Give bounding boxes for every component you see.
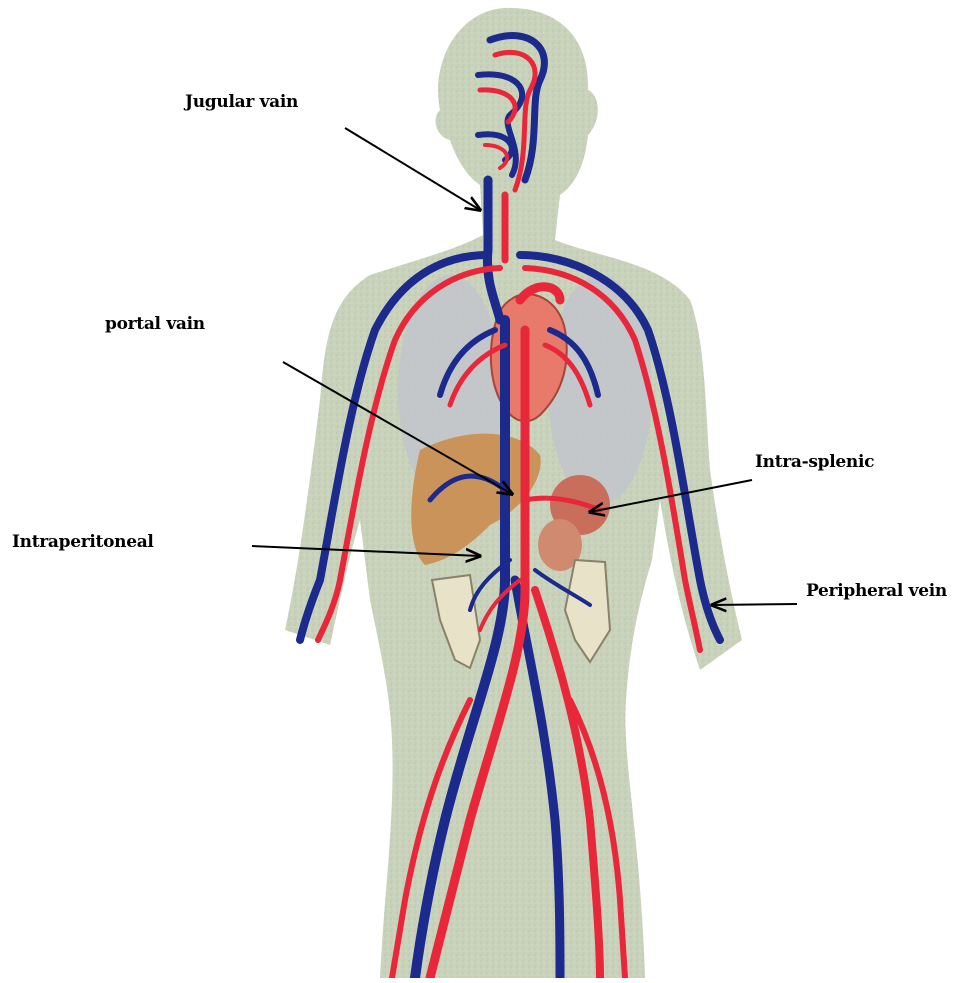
label-peripheral-vein: Peripheral vein xyxy=(806,581,947,601)
peripheral-arrow xyxy=(712,604,797,605)
label-jugular-vein: Jugular vain xyxy=(185,92,298,112)
label-portal-vein: portal vain xyxy=(105,314,205,334)
label-intraperitoneal: Intraperitoneal xyxy=(12,532,154,552)
label-intra-splenic: Intra-splenic xyxy=(755,452,874,472)
